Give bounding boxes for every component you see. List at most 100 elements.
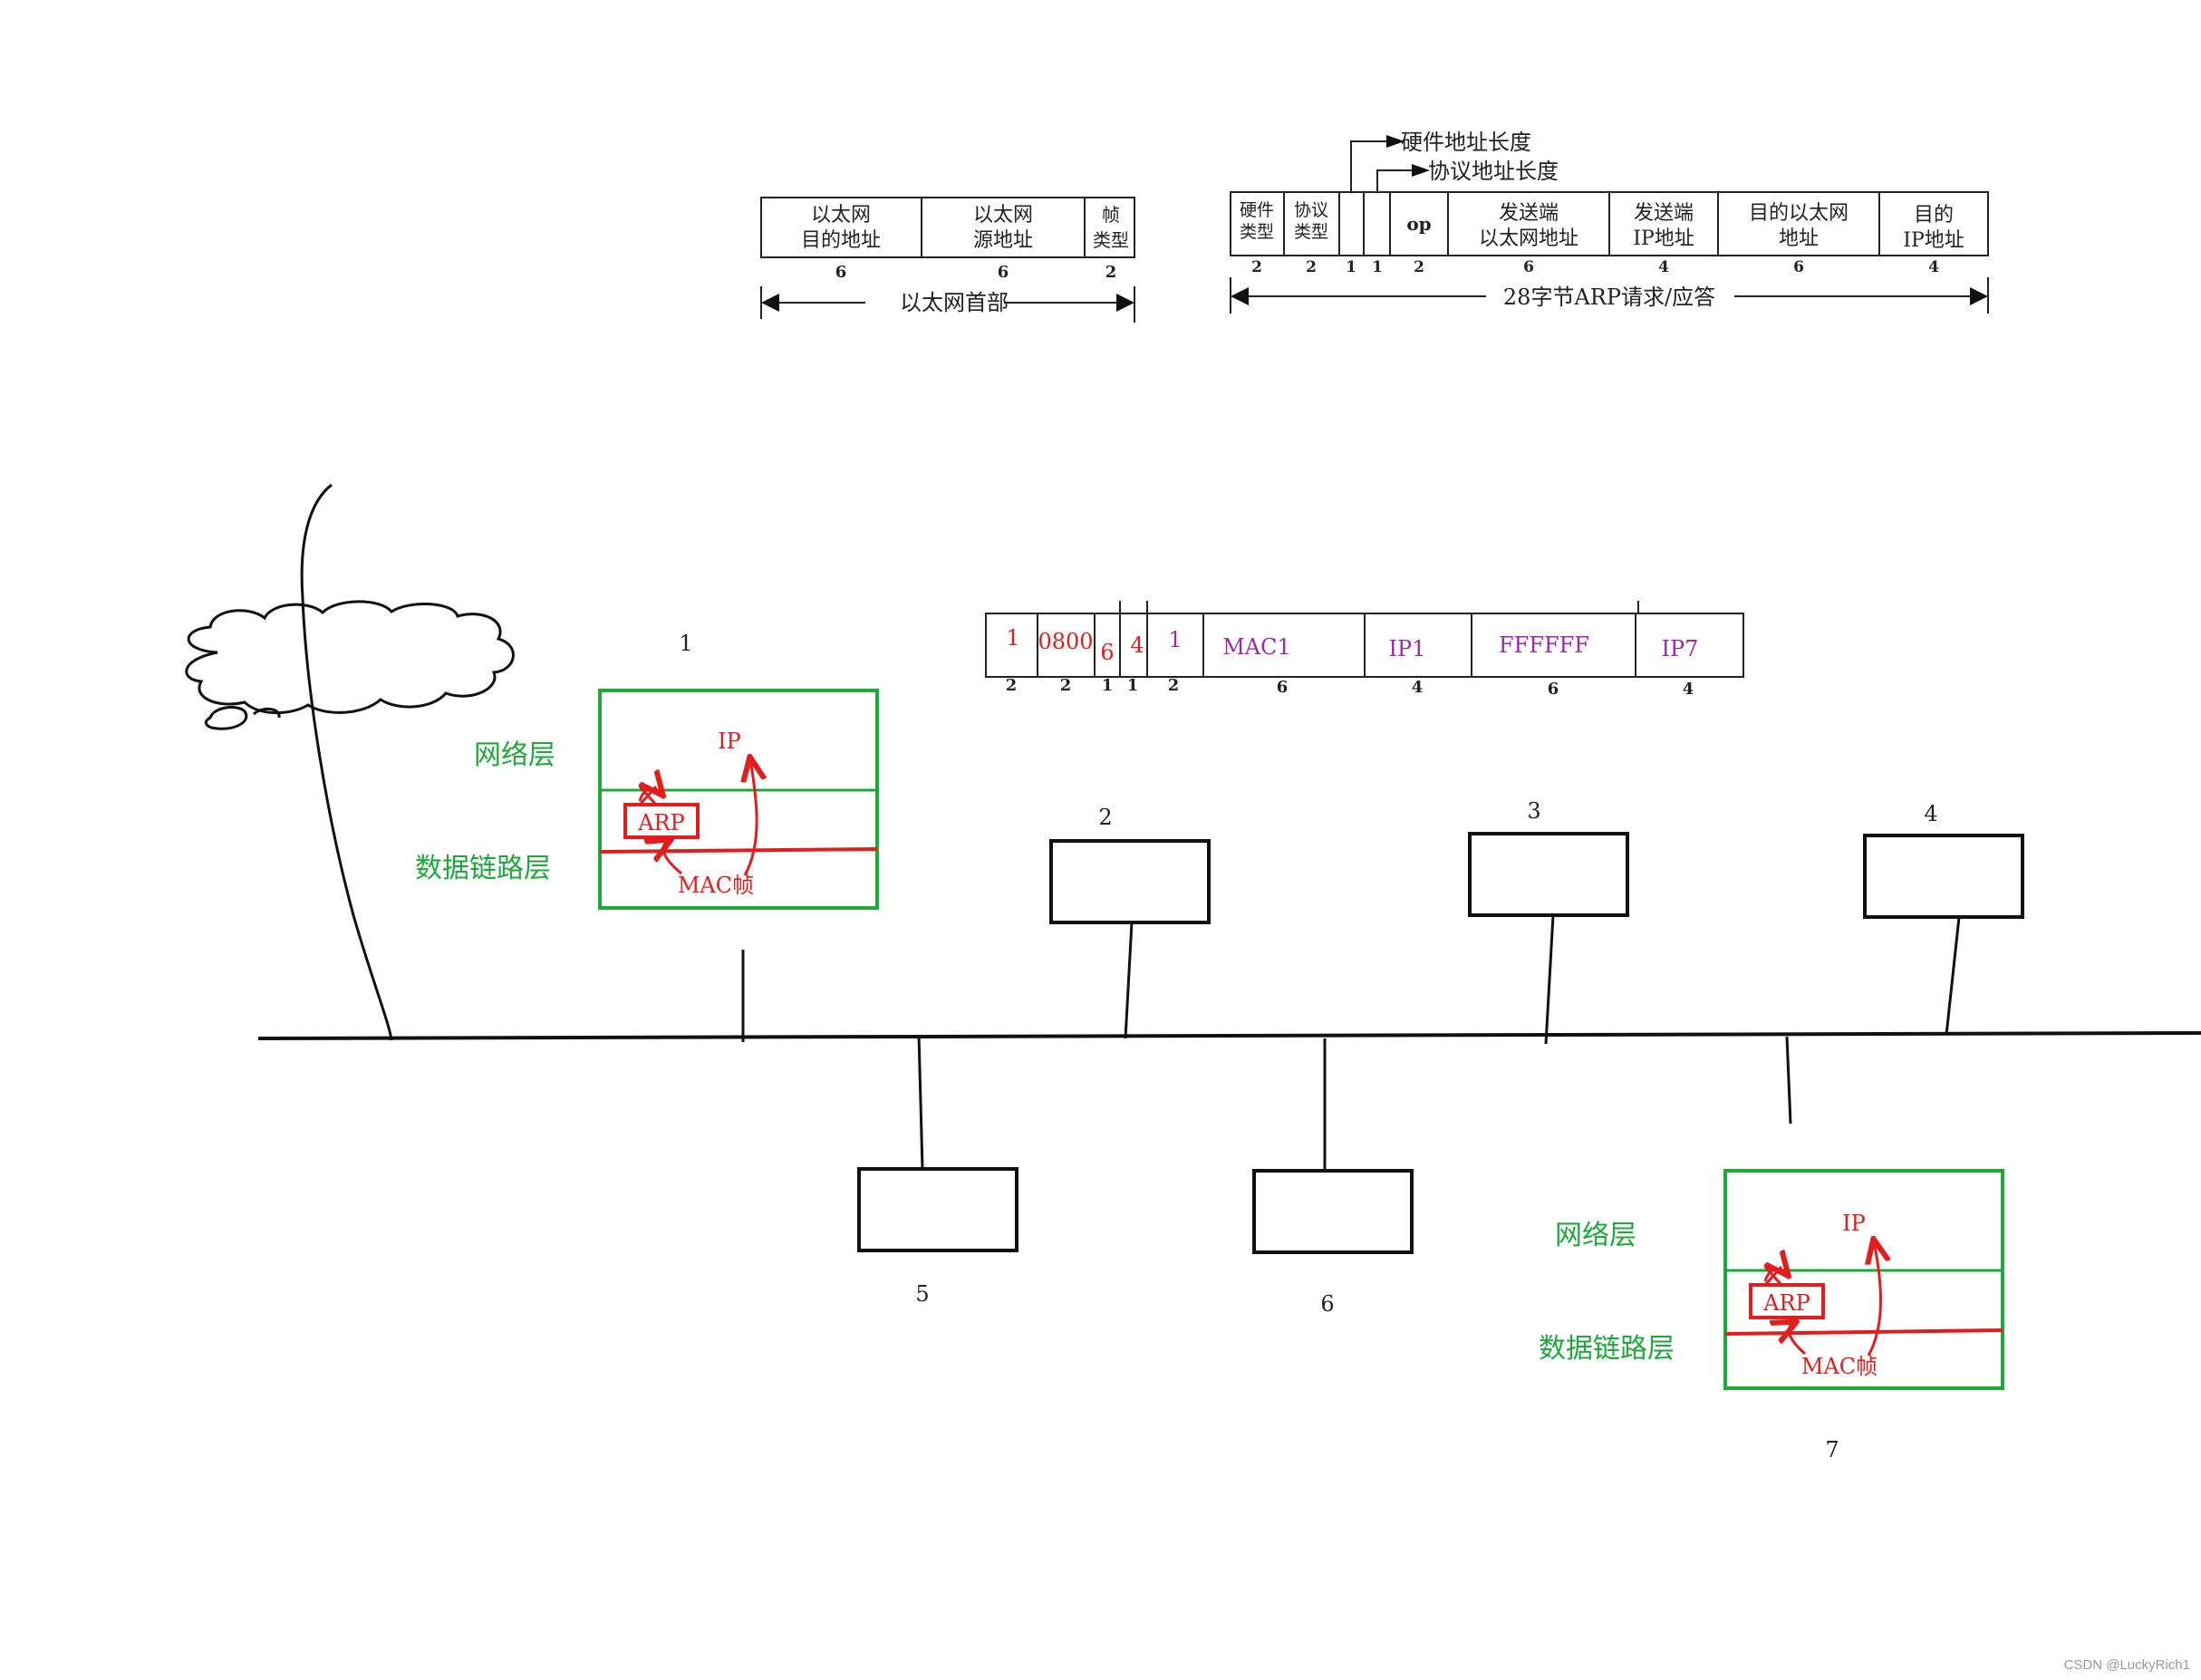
arp-field-size: 2 xyxy=(1306,258,1317,276)
arp-filled-value: IP1 xyxy=(1389,636,1426,661)
eth-field-size: 6 xyxy=(998,263,1009,282)
arp-field-label: 地址 xyxy=(1779,227,1819,250)
host-1-arp-label: ARP xyxy=(637,810,685,835)
host-5-box xyxy=(857,1167,1018,1252)
arp-filled-value: FFFFFF xyxy=(1499,632,1589,658)
arp-field-label: 以太网地址 xyxy=(1479,227,1578,250)
eth-field-label: 以太网 xyxy=(811,204,871,227)
arp-field-size: 1 xyxy=(1372,258,1383,276)
host-7-drop xyxy=(1785,1036,1792,1125)
eth-field-size: 2 xyxy=(1105,263,1117,282)
arp-filled-size: 1 xyxy=(1102,676,1114,695)
host-3-box xyxy=(1468,832,1629,917)
arp-field-label: 目的以太网 xyxy=(1749,202,1849,225)
watermark: CSDN @LuckyRich1 xyxy=(2063,1657,2190,1673)
arp-filled-value: 1 xyxy=(1006,625,1019,651)
host-2-box xyxy=(1049,839,1211,924)
eth-header-span-label: 以太网首部 xyxy=(900,290,1009,315)
arp-field-size: 2 xyxy=(1251,258,1262,276)
arp-filled-value: MAC1 xyxy=(1222,634,1291,660)
host-7-mac-line xyxy=(1724,1328,2003,1336)
arp-filled-size: 6 xyxy=(1548,680,1559,699)
arp-field-size: 4 xyxy=(1658,258,1669,276)
host-5-number: 5 xyxy=(915,1281,929,1307)
host-7-arp-label: ARP xyxy=(1762,1290,1810,1316)
host-7-box xyxy=(1723,1169,2004,1390)
eth-header-box xyxy=(760,197,1135,258)
host-3-number: 3 xyxy=(1527,798,1540,824)
arp-filled-value: 0800 xyxy=(1038,629,1093,654)
arp-field-label: 类型 xyxy=(1240,222,1274,242)
host-7-ip-label: IP xyxy=(1842,1211,1866,1236)
arp-field-label: 类型 xyxy=(1294,222,1328,242)
host-6-number: 6 xyxy=(1320,1291,1334,1317)
arp-packet-format: 硬件 类型 协议 类型 op 发送端 以太网地址 发送端 IP地址 目的以太网 … xyxy=(1230,130,1989,314)
arp-field-label: 协议 xyxy=(1294,200,1328,220)
arp-filled-value: IP7 xyxy=(1662,636,1699,661)
arp-filled-value: 6 xyxy=(1100,640,1114,665)
arp-field-label: 目的 xyxy=(1914,204,1954,227)
uplink-wire xyxy=(300,483,393,1041)
hw-length-callout: 硬件地址长度 xyxy=(1401,130,1531,155)
host-1-mac-line xyxy=(599,847,878,854)
host-6-box xyxy=(1252,1169,1414,1254)
arp-request-filled: 1 0800 6 4 1 MAC1 IP1 FFFFFF IP7 2 2 1 1… xyxy=(985,601,1744,699)
host-4-number: 4 xyxy=(1924,801,1937,826)
arp-filled-size: 2 xyxy=(1006,676,1018,695)
host-7-number: 7 xyxy=(1825,1437,1839,1463)
host-1-ip-label: IP xyxy=(718,729,741,754)
host-3-drop xyxy=(1544,914,1555,1045)
host-1-network-layer: 网络层 xyxy=(474,739,555,771)
arp-field-label: IP地址 xyxy=(1633,227,1694,250)
arp-field-size: 6 xyxy=(1793,258,1804,276)
eth-field-label: 以太网 xyxy=(973,204,1033,227)
eth-field-label: 目的地址 xyxy=(801,229,881,252)
arp-filled-value: 1 xyxy=(1168,627,1182,652)
arp-filled-size: 4 xyxy=(1683,680,1694,699)
cloud-icon xyxy=(185,600,515,730)
arp-span-label: 28字节ARP请求/应答 xyxy=(1503,285,1715,310)
arp-field-label: 发送端 xyxy=(1634,202,1694,225)
arp-field-size: 6 xyxy=(1523,258,1534,276)
eth-field-label: 类型 xyxy=(1093,229,1129,251)
arp-field-label: op xyxy=(1406,213,1431,235)
arp-filled-size: 6 xyxy=(1277,678,1289,697)
arp-field-label: 发送端 xyxy=(1499,202,1559,225)
host-7-network-layer: 网络层 xyxy=(1555,1220,1636,1251)
arp-filled-size: 2 xyxy=(1060,676,1072,695)
host-2-number: 2 xyxy=(1098,805,1112,830)
host-7: ARP IP MAC帧 xyxy=(1723,1169,2004,1390)
arp-field-size: 1 xyxy=(1346,258,1356,276)
eth-field-size: 6 xyxy=(835,263,847,282)
proto-length-callout-line xyxy=(1376,169,1419,192)
arp-field-size: 4 xyxy=(1928,258,1939,276)
proto-length-callout: 协议地址长度 xyxy=(1428,159,1559,184)
eth-field-label: 帧 xyxy=(1102,204,1120,226)
arp-filled-size: 4 xyxy=(1412,678,1424,697)
hw-length-callout-line xyxy=(1350,140,1394,192)
host-1-box xyxy=(598,689,879,910)
host-1-x-mark xyxy=(638,785,658,806)
host-1-datalink-layer: 数据链路层 xyxy=(415,853,551,884)
host-4-drop xyxy=(1945,916,1961,1036)
arp-field-label: IP地址 xyxy=(1903,229,1964,252)
arp-field-label: 硬件 xyxy=(1240,200,1274,220)
ethernet-header-format: 以太网 目的地址 以太网 源地址 帧 类型 6 6 2 以太网首部 xyxy=(760,197,1135,323)
arp-field-size: 2 xyxy=(1414,258,1424,276)
host-7-x-mark xyxy=(1763,1265,1783,1287)
host-1: ARP IP MAC帧 xyxy=(598,689,879,910)
arp-filled-size: 2 xyxy=(1168,676,1180,695)
eth-field-label: 源地址 xyxy=(973,229,1033,252)
arp-filled-value: 4 xyxy=(1130,632,1144,658)
arp-filled-size: 1 xyxy=(1127,676,1139,695)
host-2-drop xyxy=(1124,922,1134,1039)
host-7-datalink-layer: 数据链路层 xyxy=(1539,1333,1675,1365)
host-4-box xyxy=(1863,834,2024,919)
host-1-mac-frame-label: MAC帧 xyxy=(678,873,754,898)
host-1-number: 1 xyxy=(679,631,692,656)
host-7-mac-frame-label: MAC帧 xyxy=(1801,1354,1878,1379)
host-7-arp-box xyxy=(1749,1283,1825,1319)
ethernet-bus xyxy=(257,1031,2201,1040)
host-5-drop xyxy=(917,1034,924,1170)
